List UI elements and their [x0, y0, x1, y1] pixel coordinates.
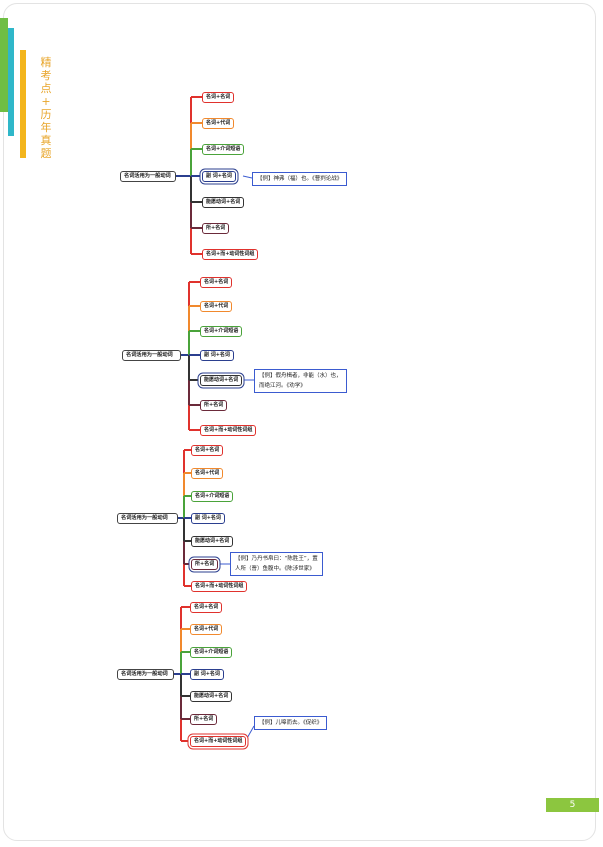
branch-node: 副 词+名词 [191, 513, 225, 524]
branch-node: 名词+介词短语 [200, 326, 243, 337]
connector-group-4 [174, 606, 255, 742]
branch-node: 名词+代词 [200, 301, 233, 312]
connector-group-2 [181, 281, 254, 431]
example-callout: 【例】假舟楫者，非能（水）也， 而绝江河。《劝学》 [254, 369, 347, 393]
branch-node: 名词+代词 [190, 624, 223, 635]
page-number: 5 [546, 798, 599, 812]
branch-node: 能愿动词+名词 [191, 536, 234, 547]
side-title: 精 考 点 + 历 年 真 题 [38, 56, 54, 160]
root-node: 名词活用为一般动词 [117, 513, 178, 524]
branch-node: 名词+介词短语 [202, 144, 245, 155]
branch-node: 副 词+名词 [200, 350, 234, 361]
example-line: 【例】假舟楫者，非能（水）也， [259, 373, 342, 379]
branch-node: 名词+代词 [202, 118, 235, 129]
branch-node: 所+名词 [202, 223, 230, 234]
green-stripe-decoration [0, 18, 8, 112]
branch-node: 名词+名词 [202, 92, 235, 103]
page-frame [3, 3, 596, 841]
example-callout: 【例】神弗（福）也。《曹刿论战》 [252, 172, 348, 186]
branch-node: 名词+而+动词性词组 [200, 425, 257, 436]
branch-node: 所+名词 [200, 400, 228, 411]
branch-node: 名词+介词短语 [190, 647, 233, 658]
branch-node: 副 词+名词 [190, 669, 224, 680]
branch-node: 所+名词 [190, 714, 218, 725]
branch-node-highlighted: 副 词+名词 [202, 171, 236, 182]
branch-node: 名词+介词短语 [191, 491, 234, 502]
side-title-char: + [41, 95, 51, 108]
side-title-char: 题 [40, 147, 52, 160]
branch-node: 名词+而+动词性词组 [191, 581, 248, 592]
branch-node: 名词+代词 [191, 468, 224, 479]
example-line: 人所（罾）鱼腹中。《陈涉世家》 [235, 566, 315, 572]
example-line: 【例】神弗（福）也。《曹刿论战》 [257, 176, 343, 182]
branch-node: 名词+名词 [200, 277, 233, 288]
side-title-char: 真 [40, 134, 52, 147]
branch-node-highlighted: 所+名词 [191, 559, 219, 570]
connector-group-1 [176, 96, 253, 255]
example-line: 【例】儿嗥而去。《促织》 [259, 720, 323, 726]
side-title-char: 年 [40, 121, 52, 134]
connector-group-3 [178, 449, 230, 587]
branch-node-highlighted: 能愿动词+名词 [200, 375, 243, 386]
example-line: 而绝江河。《劝学》 [259, 383, 306, 389]
teal-stripe-decoration [8, 28, 14, 136]
example-callout: 【例】乃丹书帛曰：“陈胜王”，置 人所（罾）鱼腹中。《陈涉世家》 [230, 552, 323, 576]
side-title-char: 考 [40, 69, 52, 82]
side-title-char: 历 [40, 108, 52, 121]
yellow-stripe-decoration [20, 50, 26, 158]
branch-node: 名词+而+动词性词组 [202, 249, 259, 260]
example-line: 【例】乃丹书帛曰：“陈胜王”，置 [235, 556, 318, 562]
branch-node: 名词+名词 [191, 445, 224, 456]
branch-node-highlighted: 名词+而+动词性词组 [190, 736, 247, 747]
branch-node: 能愿动词+名词 [190, 691, 233, 702]
side-title-char: 点 [40, 82, 52, 95]
branch-node: 名词+名词 [190, 602, 223, 613]
root-node: 名词活用为一般动词 [117, 669, 174, 680]
root-node: 名词活用为一般动词 [122, 350, 181, 361]
root-node: 名词活用为一般动词 [120, 171, 176, 182]
example-callout: 【例】儿嗥而去。《促织》 [254, 716, 328, 730]
side-title-char: 精 [40, 56, 52, 69]
branch-node: 能愿动词+名词 [202, 197, 245, 208]
